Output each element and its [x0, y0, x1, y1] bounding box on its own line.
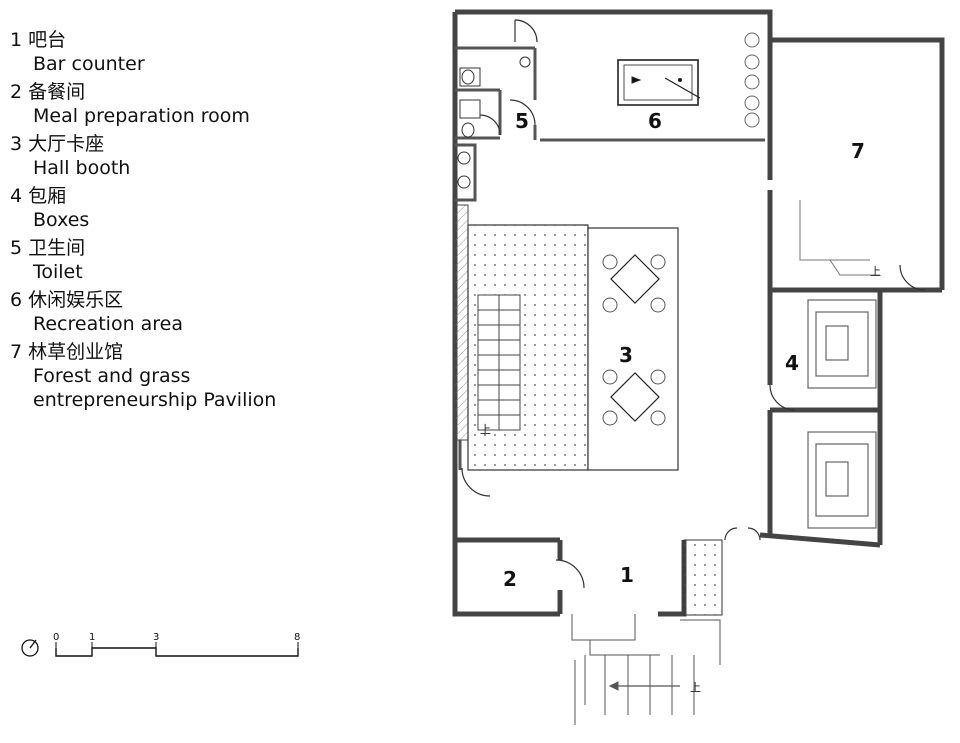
- legend-chinese-label: 休闲娱乐区: [28, 289, 124, 311]
- room-label-7: 7: [851, 139, 865, 163]
- legend-chinese-label: 林草创业馆: [28, 341, 124, 363]
- stools: [744, 32, 760, 128]
- side-stair: [799, 200, 880, 276]
- legend-english-label: Recreation area: [33, 313, 184, 335]
- room-label-1: 1: [620, 563, 634, 587]
- pool-table: [617, 59, 701, 106]
- hatched-wall: [454, 204, 469, 441]
- legend-english-label: Toilet: [33, 261, 83, 283]
- stair-up-label: 上: [480, 423, 491, 436]
- legend-number: 4: [10, 185, 23, 207]
- exterior-steps: [571, 614, 721, 725]
- legend-chinese-label: 卫生间: [28, 237, 86, 259]
- scale-bar: 0 1 3 8: [53, 632, 300, 657]
- legend-chinese-label: 包厢: [28, 185, 67, 207]
- legend-english-label: Bar counter: [33, 53, 145, 75]
- toilet-fixtures: [457, 56, 531, 189]
- interior-walls: [455, 46, 765, 470]
- room-label-2: 2: [503, 567, 517, 591]
- room-label-5: 5: [515, 109, 529, 133]
- stair: [477, 294, 521, 431]
- scale-tick-8: 8: [294, 632, 300, 643]
- legend-number: 1: [10, 29, 23, 51]
- door-swings: [461, 19, 926, 589]
- scale-tick-1: 1: [89, 632, 95, 643]
- scale-tick-0: 0: [53, 632, 59, 643]
- legend-chinese-label: 大厅卡座: [28, 133, 105, 155]
- legend-english-label: Boxes: [33, 209, 90, 231]
- legend-number: 6: [10, 289, 23, 311]
- room-label-6: 6: [648, 109, 662, 133]
- north-arrow-icon: [21, 639, 39, 657]
- room-label-3: 3: [619, 343, 633, 367]
- room-label-4: 4: [785, 351, 799, 375]
- booth-area: [587, 227, 679, 471]
- legend-english-label: Forest and grass: [33, 365, 191, 387]
- legend-english-label: entrepreneurship Pavilion: [33, 389, 277, 411]
- stair-markers: 上 上 上: [480, 265, 881, 694]
- scale-tick-3: 3: [153, 632, 159, 643]
- stair-up-label: 上: [690, 681, 701, 694]
- legend-number: 3: [10, 133, 23, 155]
- box-furniture: [807, 299, 877, 529]
- room-labels: 1 2 3 4 5 6 7: [503, 109, 865, 591]
- legend-english-label: Meal preparation room: [33, 105, 250, 127]
- legend-chinese-label: 吧台: [28, 29, 67, 51]
- legend-number: 7: [10, 341, 23, 363]
- legend-english-label: Hall booth: [33, 157, 131, 179]
- legend-number: 5: [10, 237, 23, 259]
- legend-chinese-label: 备餐间: [28, 81, 86, 103]
- stair-up-label: 上: [870, 265, 881, 278]
- legend-number: 2: [10, 81, 23, 103]
